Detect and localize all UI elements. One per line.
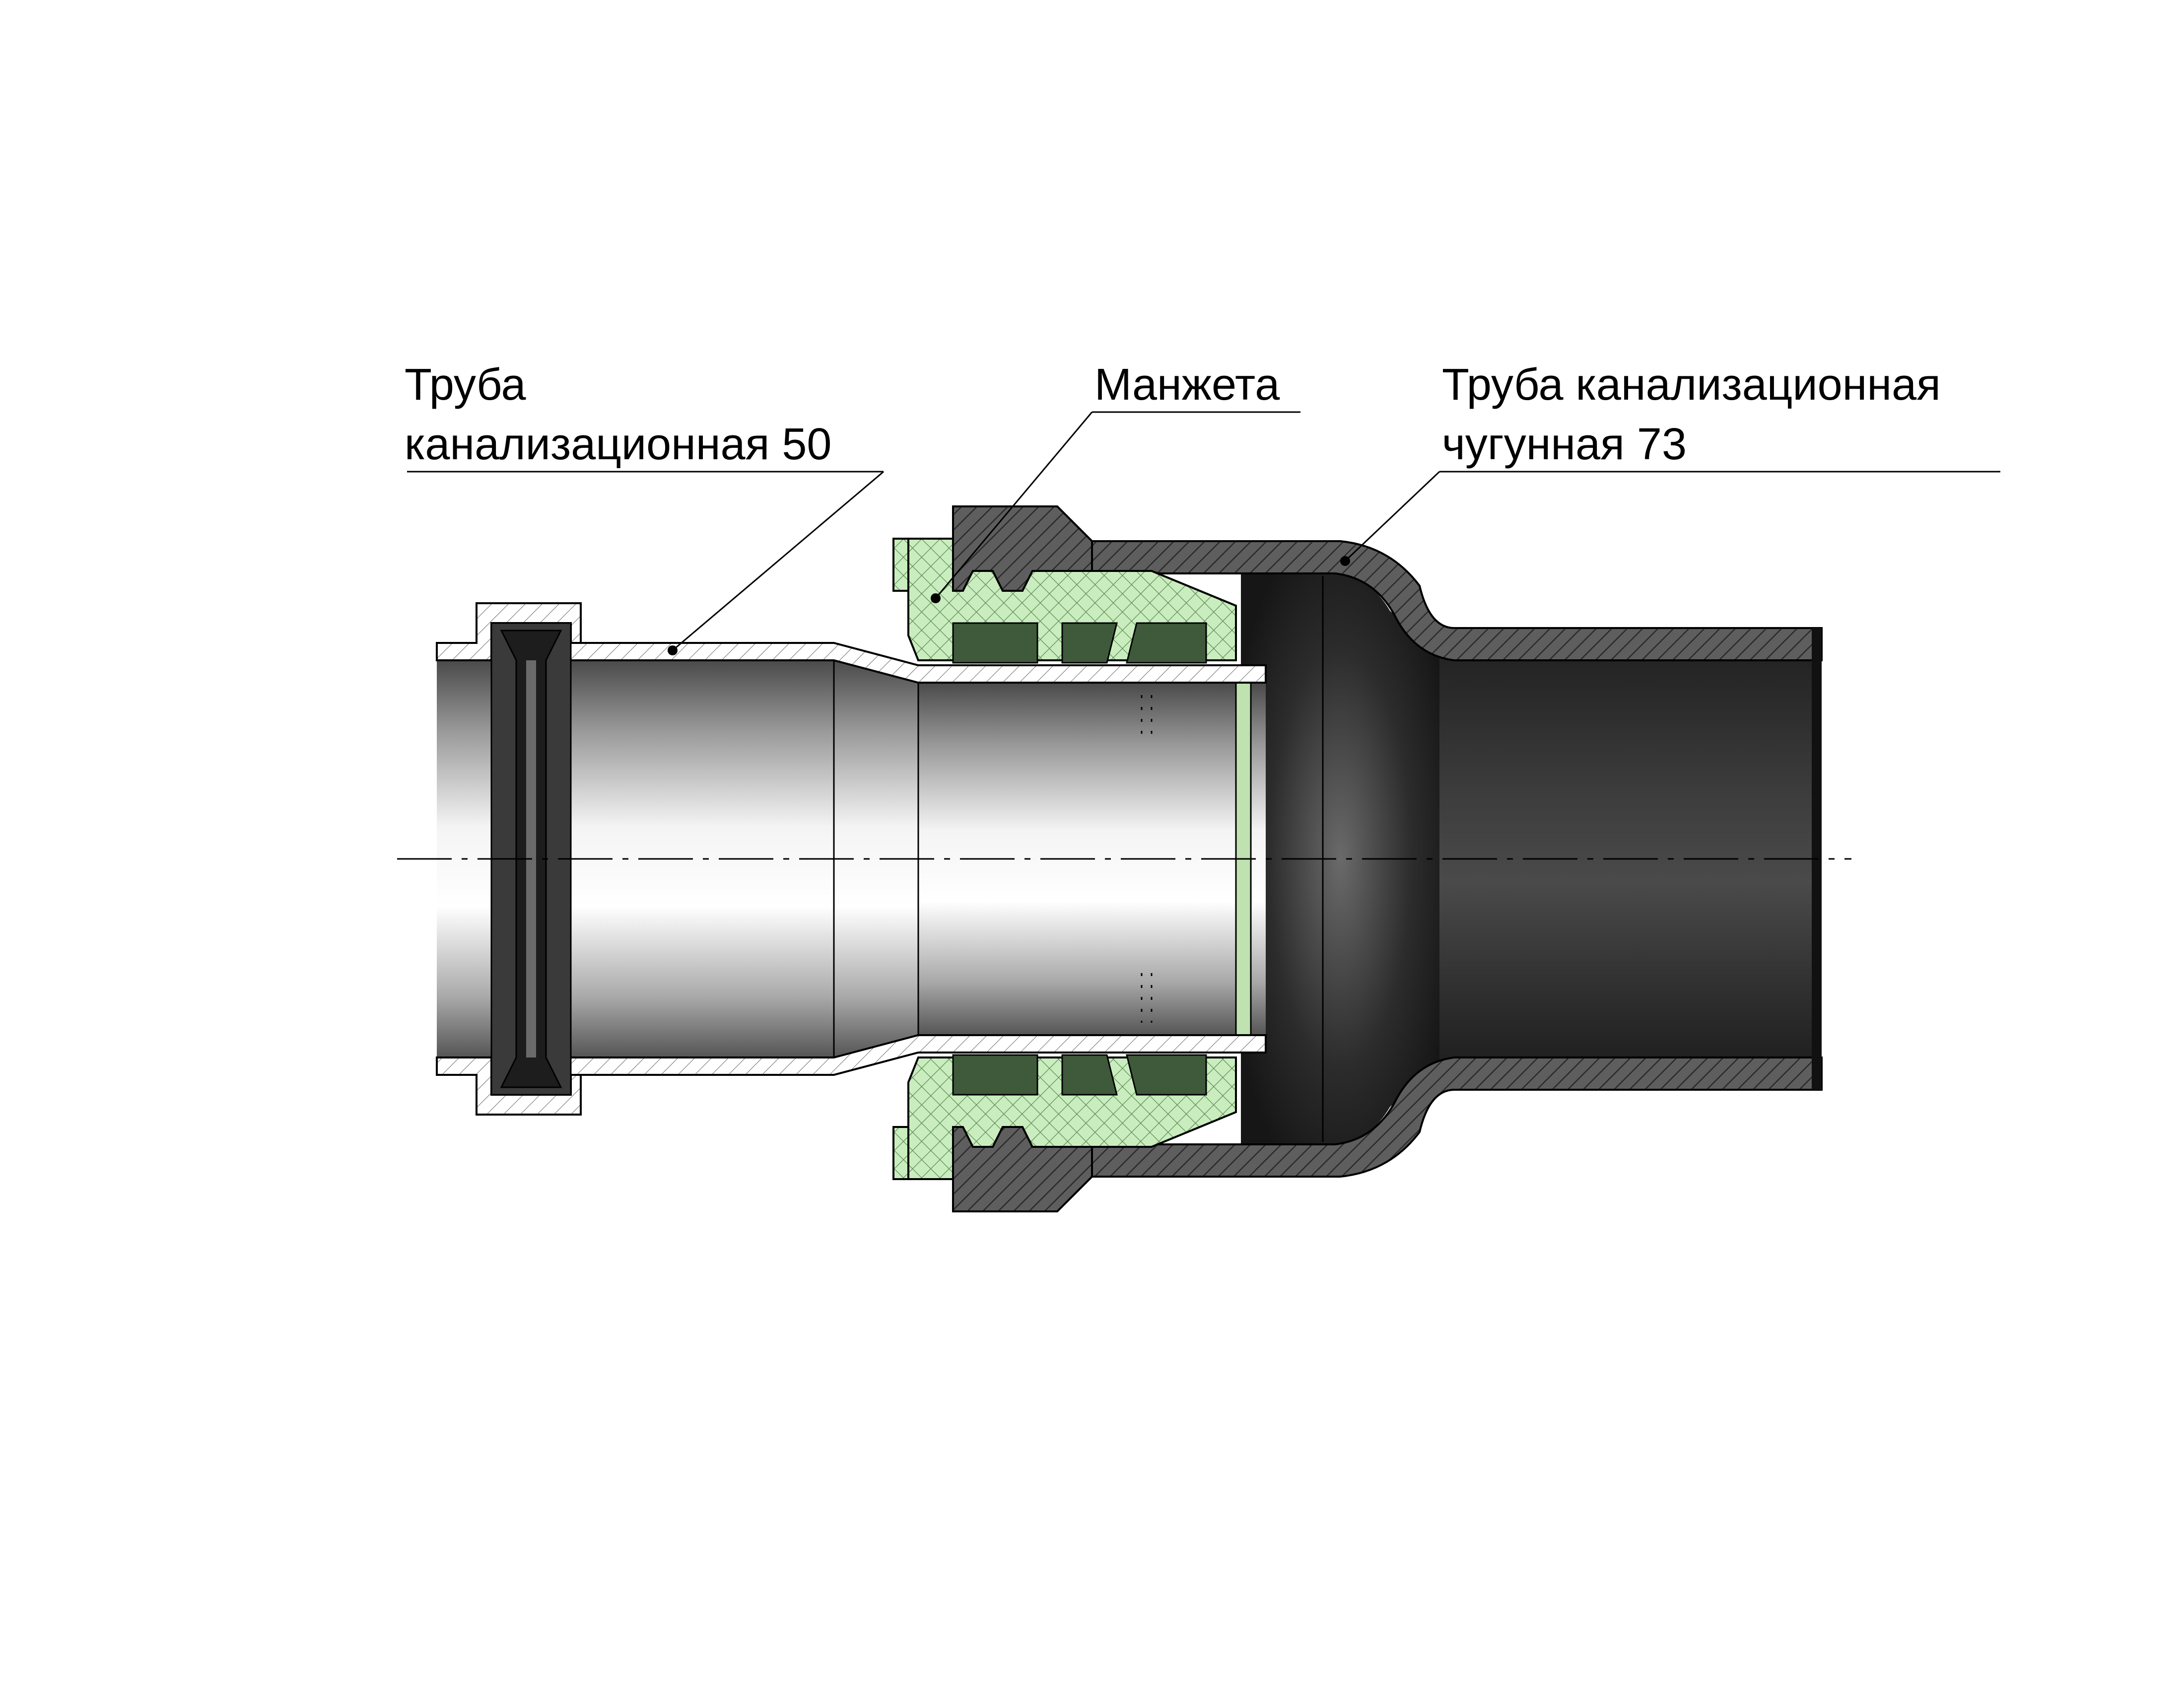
cuff-assembly xyxy=(892,505,1237,1212)
leader-lines xyxy=(407,411,2000,651)
leader-castiron xyxy=(1344,471,1440,562)
leader-dot-castiron xyxy=(1340,556,1350,566)
cast-iron-bell-interior xyxy=(1241,571,1439,1147)
leader-pipe50 xyxy=(672,471,884,651)
label-pipe50-line1: Труба xyxy=(405,360,526,410)
leader-cuff xyxy=(935,412,1093,599)
leader-dot-cuff xyxy=(931,593,941,603)
pipe50-taper xyxy=(834,660,918,1057)
leader-dot-pipe50 xyxy=(668,645,678,655)
label-pipe50-line2: канализационная 50 xyxy=(405,420,831,469)
cuff-collar-upper xyxy=(892,538,909,592)
cast-iron-pipe xyxy=(1091,540,1823,1178)
cuff-collar-lower xyxy=(892,1126,909,1180)
leader-dots xyxy=(668,556,1350,655)
label-castiron-line2: чугунная 73 xyxy=(1442,420,1687,469)
label-castiron-line1: Труба канализационная xyxy=(1442,360,1941,410)
label-cuff: Манжета xyxy=(1094,360,1280,410)
